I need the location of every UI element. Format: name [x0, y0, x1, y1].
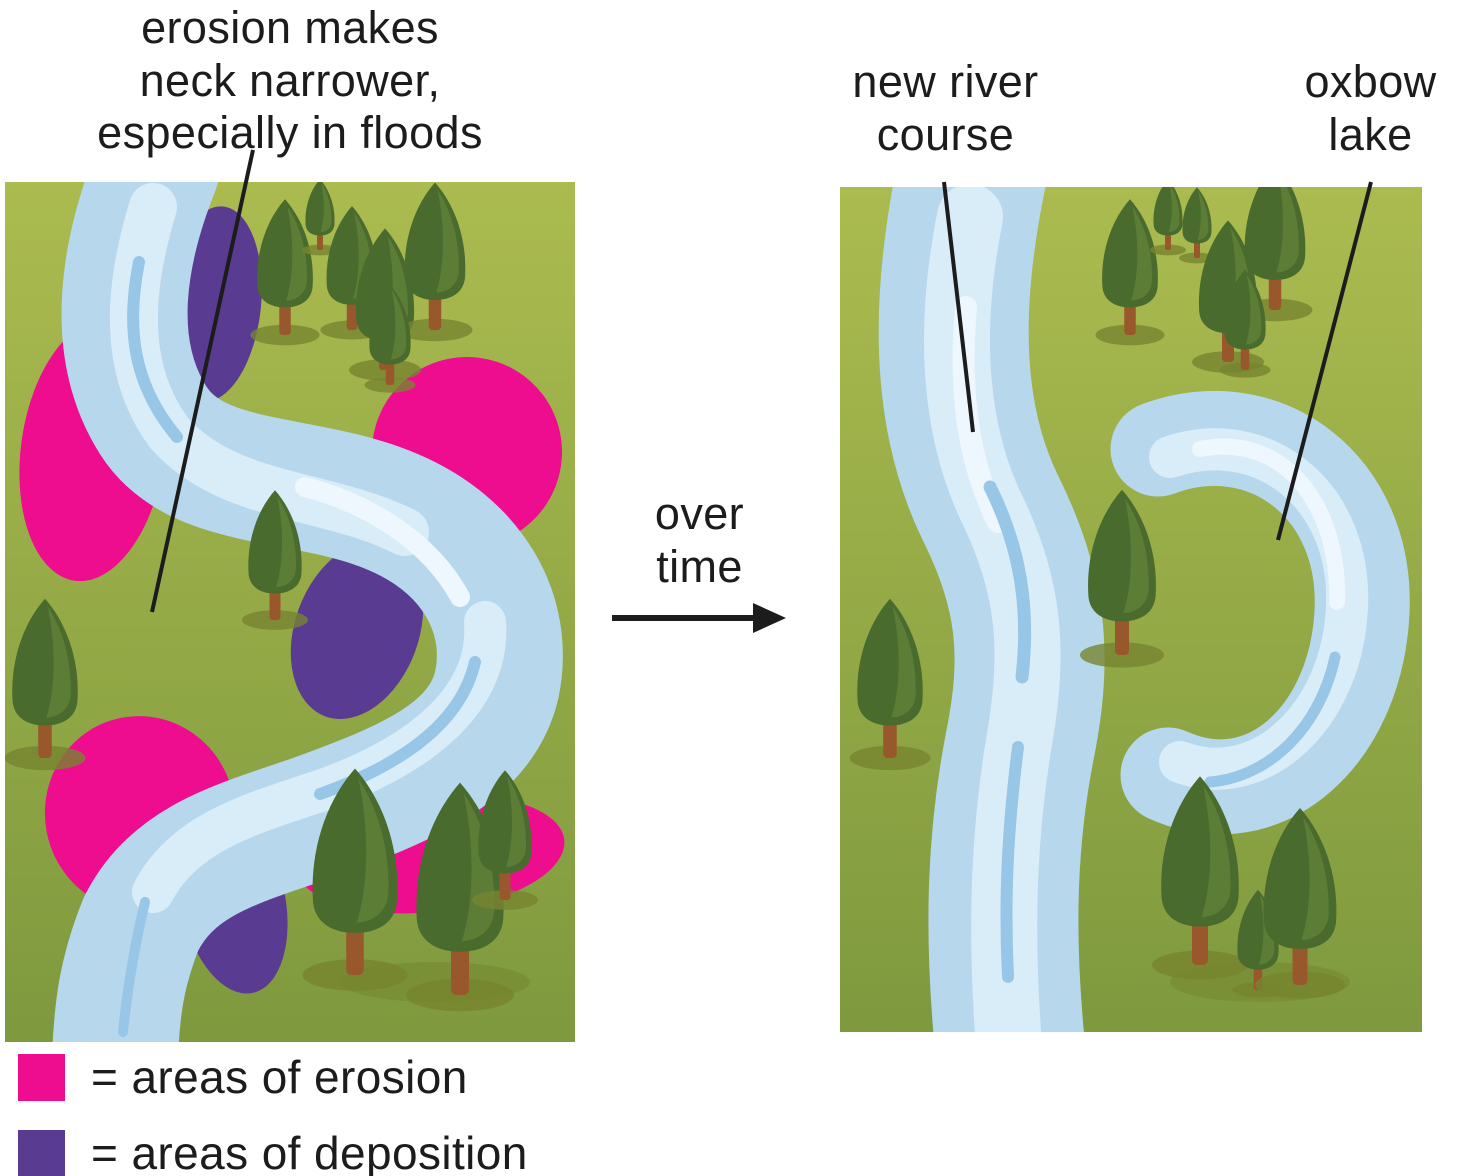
legend-item-erosion: = areas of erosion	[18, 1050, 528, 1104]
new-river-course-line: new river	[852, 56, 1039, 107]
deposition-swatch-icon	[18, 1129, 65, 1176]
legend: = areas of erosion = areas of deposition	[18, 1050, 528, 1176]
over-time-arrow	[612, 603, 786, 633]
river-dark-streak	[1000, 741, 1024, 983]
erosion-swatch-rect	[18, 1053, 65, 1101]
legend-label-deposition: = areas of deposition	[91, 1127, 528, 1176]
legend-item-deposition: = areas of deposition	[18, 1126, 528, 1176]
oxbow-dark-streak	[1204, 651, 1341, 788]
erosion-note-label: erosion makes neck narrower, especially …	[40, 2, 540, 160]
over-time-line: time	[656, 540, 743, 592]
erosion-note-line: especially in floods	[97, 107, 483, 159]
new-river-course-line: course	[876, 108, 1015, 160]
new-river-course-label: new river course	[818, 56, 1073, 161]
over-time-line: over	[654, 488, 745, 539]
new-river	[878, 187, 1105, 1032]
deposition-swatch-rect	[18, 1129, 65, 1176]
legend-label-erosion: = areas of erosion	[91, 1051, 468, 1103]
river-dark-streak	[118, 897, 150, 1037]
over-time-label: over time	[612, 488, 787, 593]
deposition-area-shape	[290, 540, 424, 720]
before-panel-illustration	[5, 182, 575, 1042]
erosion-note-line: erosion makes	[141, 2, 439, 53]
oxbow-lake-line: lake	[1328, 108, 1413, 160]
river-bright-streak	[295, 477, 470, 607]
oxbow-lake-line: oxbow	[1304, 56, 1437, 107]
arrow-head	[753, 603, 786, 633]
erosion-note-line: neck narrower,	[139, 54, 441, 106]
after-panel-illustration	[840, 187, 1422, 1032]
erosion-swatch-icon	[18, 1053, 65, 1101]
river-dark-streak	[983, 480, 1032, 684]
oxbow-lake-label: oxbow lake	[1268, 56, 1471, 161]
